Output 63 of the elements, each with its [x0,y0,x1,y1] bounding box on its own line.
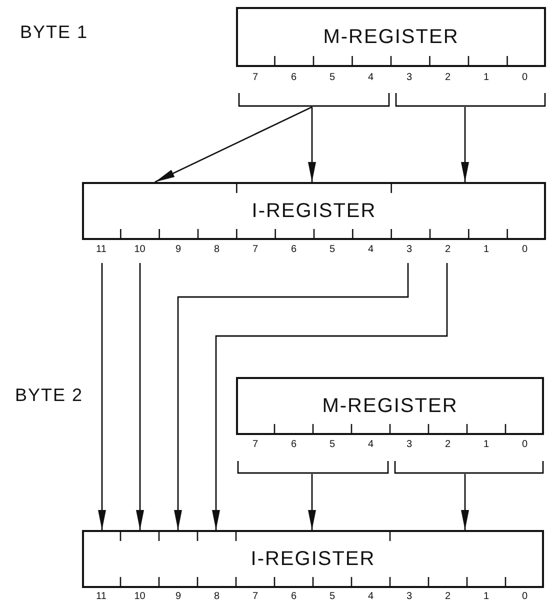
bit-number: 7 [252,244,258,255]
bit-number: 10 [134,244,146,255]
byte-label: BYTE 2 [15,385,84,406]
register-name: M-REGISTER [322,394,458,418]
bit-number: 5 [329,591,336,602]
arrow [308,107,316,182]
bit-number: 1 [483,439,490,450]
bit-number: 0 [522,72,528,83]
bit-number: 1 [483,591,490,602]
bit-number: 3 [406,591,412,602]
bit-number: 0 [522,244,528,255]
bit-number: 6 [290,591,297,602]
bit-number: 4 [368,244,374,255]
register-box [82,530,544,588]
bit-number: 1 [483,72,490,83]
bit-group-bracket [395,93,546,107]
bit-number: 8 [214,591,220,602]
bit-number: 5 [329,244,336,255]
bit-number: 9 [175,591,182,602]
arrow [308,474,316,530]
bit-number: 3 [406,244,412,255]
bit-number: 6 [290,72,297,83]
bit-number: 8 [214,244,220,255]
bit-number: 1 [483,244,490,255]
arrow [461,107,469,182]
bit-group-bracket [238,93,390,107]
bit-number: 3 [406,72,412,83]
register-name: M-REGISTER [323,26,459,48]
bit-number: 2 [444,244,451,255]
arrow [154,106,312,183]
bit-number: 7 [252,439,258,450]
bit-number: 11 [96,244,106,255]
register-box [236,7,546,67]
bit-number: 5 [329,439,336,450]
register-box [82,182,546,240]
bit-number: 11 [96,591,106,602]
bit-number: 9 [175,244,182,255]
bit-group-bracket [394,461,544,474]
register-box [236,377,544,435]
arrow [212,263,448,530]
bit-number: 0 [522,439,528,450]
bit-number: 4 [368,591,374,602]
bit-number: 7 [252,591,258,602]
bit-group-bracket [237,461,389,474]
arrow [98,263,106,530]
bit-number: 2 [444,72,451,83]
bit-number: 10 [134,591,146,602]
bit-number: 3 [406,439,412,450]
bit-number: 4 [368,439,374,450]
bit-number: 5 [329,72,336,83]
arrow [461,474,469,530]
bit-number: 2 [444,591,451,602]
register-name: I-REGISTER [250,548,376,570]
bit-number: 6 [290,439,297,450]
bit-number: 0 [522,591,528,602]
register-name: I-REGISTER [252,200,376,222]
arrow [136,263,144,530]
bit-number: 6 [290,244,297,255]
bit-number: 7 [252,72,258,83]
bit-number: 2 [444,439,451,450]
bit-number: 4 [368,72,374,83]
byte-label: BYTE 1 [20,22,88,43]
arrow [174,263,409,530]
